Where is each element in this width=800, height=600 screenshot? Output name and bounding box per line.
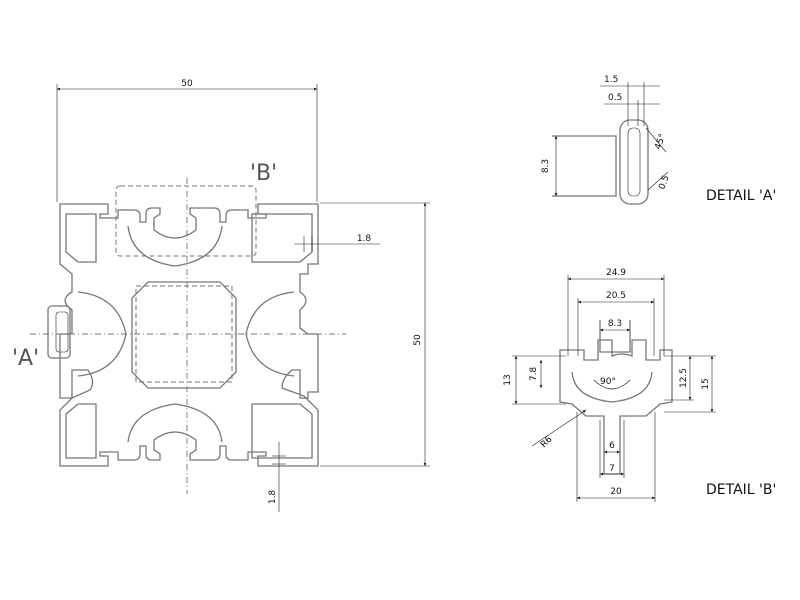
profile-outer-contour: [59, 203, 319, 467]
detail-a-profile: [552, 135, 617, 197]
detail-a-title: DETAIL 'A': [706, 188, 776, 204]
detail-a-dim-top2-text: 0.5: [608, 93, 622, 103]
detail-a-dim-chamfer1-text: 45°: [653, 133, 668, 151]
chamber-bottom-right: [251, 403, 313, 459]
detail-b-dim-stem1-text: 6: [609, 441, 615, 451]
slot-right-groove: [245, 291, 295, 377]
detail-b-dim-left2-text: 7.8: [529, 367, 539, 382]
detail-a-dim-chamfer-line: [645, 127, 667, 153]
detail-a: 8.3 1.5 0.5 45° 0.5 DETAIL 'A': [541, 75, 776, 205]
detail-b-dim-outer-text: 24.9: [606, 268, 626, 278]
detail-a-marker: 'A': [12, 346, 39, 371]
detail-b-dim-radius-text: R6: [539, 434, 555, 450]
dim-width-text: 50: [181, 79, 193, 89]
slot-bottom-groove: [127, 403, 223, 443]
dim-wall-bottom-text: 1.8: [268, 490, 278, 505]
detail-b-dim-right2-text: 15: [701, 378, 711, 389]
detail-b-groove: [571, 371, 653, 403]
detail-a-dim-top1-text: 1.5: [604, 75, 618, 85]
main-profile-section: 50 50 1.8 1.8 'B' 'A': [12, 79, 430, 512]
detail-b-title: DETAIL 'B': [706, 482, 776, 498]
detail-a-dim-chamfer2-line: [647, 171, 669, 191]
dim-height-text: 50: [413, 334, 423, 346]
chamber-bottom-left: [65, 403, 97, 459]
detail-a-locator: [47, 305, 71, 359]
detail-b-dim-left1-text: 13: [503, 374, 513, 385]
slot-top-groove: [127, 225, 223, 267]
chamber-top-left: [65, 213, 97, 263]
detail-b-outline: [115, 185, 257, 257]
chamber-top-right: [251, 213, 313, 263]
detail-b-angle-arc: [593, 379, 631, 390]
detail-b-dim-radius-line: [531, 409, 587, 447]
detail-a-slot: [619, 119, 649, 205]
detail-b-dim-bottom-text: 20: [610, 487, 622, 497]
detail-b-dim-inner-text: 8.3: [608, 319, 622, 329]
detail-a-slot-inner: [627, 127, 641, 197]
detail-b-angle-text: 90°: [600, 377, 616, 387]
detail-b-dim-mid-text: 20.5: [606, 291, 626, 301]
dim-wall-side-text: 1.8: [357, 234, 372, 244]
detail-b-inner-slot: [599, 320, 631, 353]
detail-b-dim-stem2-text: 7: [609, 464, 615, 474]
detail-a-dim-chamfer2-text: 0.5: [657, 174, 671, 191]
detail-b-marker: 'B': [250, 161, 277, 186]
detail-a-locator-inner: [55, 311, 69, 353]
profile-core: [131, 281, 237, 389]
detail-b-dim-right1-text: 12.5: [679, 368, 689, 388]
detail-b: 24.9 20.5 8.3 90° 13 7.8 12.5 15 R6 6 7: [503, 268, 776, 502]
detail-a-dim-height-text: 8.3: [541, 159, 551, 173]
